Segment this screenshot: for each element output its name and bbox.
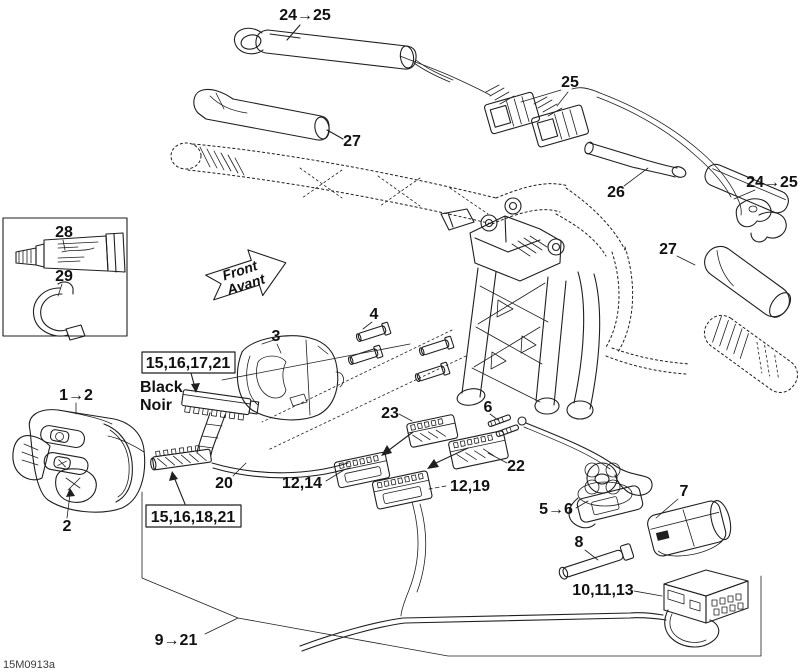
part-right-heated-grip bbox=[704, 163, 789, 243]
callout-electronic-module: 10,11,13 bbox=[572, 582, 663, 599]
part-screws-6 bbox=[487, 414, 527, 437]
part-hook-handle-26 bbox=[584, 141, 687, 178]
label-right-grip: 27 bbox=[659, 241, 677, 258]
phantom-right-grip bbox=[605, 246, 798, 393]
harness-branch-down bbox=[400, 501, 427, 617]
part-left-grip bbox=[193, 88, 330, 141]
label-screw-6: 6 bbox=[484, 399, 493, 416]
callout-screw-6: 6 bbox=[484, 399, 499, 421]
label-main-harness: 9→21 bbox=[155, 632, 198, 649]
callout-lubricant-tube: 28 bbox=[55, 224, 73, 251]
label-pin-8: 8 bbox=[575, 534, 584, 551]
label-upper-connector-kit: 15,16,17,21 bbox=[146, 355, 231, 372]
leader-main-harness bbox=[141, 491, 762, 657]
callout-upper-connector-kit: 15,16,17,21 bbox=[141, 351, 236, 393]
callout-top-heated-grip: 24→25 bbox=[279, 7, 331, 41]
label-lubricant-tube: 28 bbox=[55, 224, 73, 241]
label-connector-12-19: 12,19 bbox=[450, 478, 490, 495]
callout-connector-22: 22 bbox=[487, 452, 525, 475]
service-products-box: 28 29 bbox=[2, 217, 128, 341]
part-switch-housing-3 bbox=[236, 335, 344, 421]
part-lower-connector bbox=[150, 445, 212, 471]
label-multifunction-switch: 1→2 bbox=[59, 387, 93, 404]
part-multifunction-switch bbox=[12, 409, 146, 513]
callout-multifunction-switch: 1→2 bbox=[59, 387, 93, 415]
callout-connector-23: 23 bbox=[381, 405, 413, 422]
callout-pin-8: 8 bbox=[575, 534, 599, 561]
color-note-en: Black bbox=[140, 379, 183, 396]
callout-connector-7: 7 bbox=[655, 483, 689, 519]
part-connector-12-14 bbox=[333, 451, 391, 489]
callout-toggle-switch: 5→6 bbox=[539, 500, 589, 518]
color-note-fr: Noir bbox=[140, 397, 172, 414]
part-harness-connectors-25 bbox=[483, 84, 589, 148]
callout-lower-connector-kit: 15,16,18,21 bbox=[145, 471, 242, 528]
label-screws-4: 4 bbox=[370, 306, 379, 323]
part-steering-riser bbox=[456, 197, 601, 420]
callout-hook-handle: 26 bbox=[607, 167, 649, 201]
part-connector-12-19 bbox=[371, 470, 433, 510]
label-toggle-switch: 5→6 bbox=[539, 501, 573, 518]
phantom-left-handlebar-arm bbox=[170, 142, 497, 231]
phantom-handlebar-center bbox=[221, 183, 626, 451]
callout-connector-12-14: 12,14 bbox=[282, 469, 345, 492]
part-connector-7 bbox=[647, 500, 732, 557]
part-top-heated-grip bbox=[233, 27, 454, 83]
callout-retaining-clip: 29 bbox=[55, 268, 73, 297]
label-connector-22: 22 bbox=[507, 458, 525, 475]
callout-right-grip: 27 bbox=[659, 241, 696, 266]
callout-right-heated-grip: 24→25 bbox=[733, 174, 798, 200]
label-left-grip: 27 bbox=[343, 133, 361, 150]
part-retaining-clip bbox=[32, 281, 86, 341]
callout-switch-housing: 3 bbox=[272, 328, 282, 354]
harness-bottom-run bbox=[299, 612, 667, 652]
part-pin-8 bbox=[558, 543, 635, 580]
label-hook-handle: 26 bbox=[607, 184, 625, 201]
part-connector-23 bbox=[406, 414, 459, 448]
label-connector-12-14: 12,14 bbox=[282, 475, 322, 492]
label-harness-20: 20 bbox=[215, 475, 233, 492]
callout-main-harness: 9→21 bbox=[155, 632, 198, 649]
label-right-heated-grip: 24→25 bbox=[746, 174, 798, 191]
part-upper-connector-strip bbox=[181, 389, 260, 456]
insert-arrow-22 bbox=[427, 447, 469, 469]
callout-harness-connectors: 25 bbox=[520, 74, 579, 107]
callout-harness-20: 20 bbox=[215, 462, 247, 492]
part-right-grip bbox=[704, 245, 792, 318]
label-switch-housing: 3 bbox=[272, 328, 281, 345]
part-lubricant-tube bbox=[15, 232, 126, 273]
part-screws-4 bbox=[347, 321, 455, 383]
callout-switch-part-2: 2 bbox=[63, 488, 75, 535]
label-connector-23: 23 bbox=[381, 405, 399, 422]
part-toggle-switch bbox=[568, 462, 644, 529]
label-lower-connector-kit: 15,16,18,21 bbox=[151, 509, 236, 526]
label-top-heated-grip: 24→25 bbox=[279, 7, 331, 24]
callout-screws-4: 4 bbox=[362, 306, 379, 330]
insert-arrow-23 bbox=[381, 431, 414, 456]
part-electronic-module bbox=[663, 569, 749, 648]
callout-connector-12-19: 12,19 bbox=[428, 478, 490, 495]
label-electronic-module: 10,11,13 bbox=[572, 582, 634, 599]
label-switch-part-2: 2 bbox=[63, 518, 72, 535]
callout-left-grip: 27 bbox=[326, 129, 361, 150]
color-note: Black Noir bbox=[140, 379, 183, 414]
label-retaining-clip: 29 bbox=[55, 268, 73, 285]
label-connector-7: 7 bbox=[680, 483, 689, 500]
sheet-code: 15M0913a bbox=[3, 659, 56, 671]
front-direction-arrow: Front Avant bbox=[205, 249, 287, 301]
label-connectors-25: 25 bbox=[561, 74, 579, 91]
